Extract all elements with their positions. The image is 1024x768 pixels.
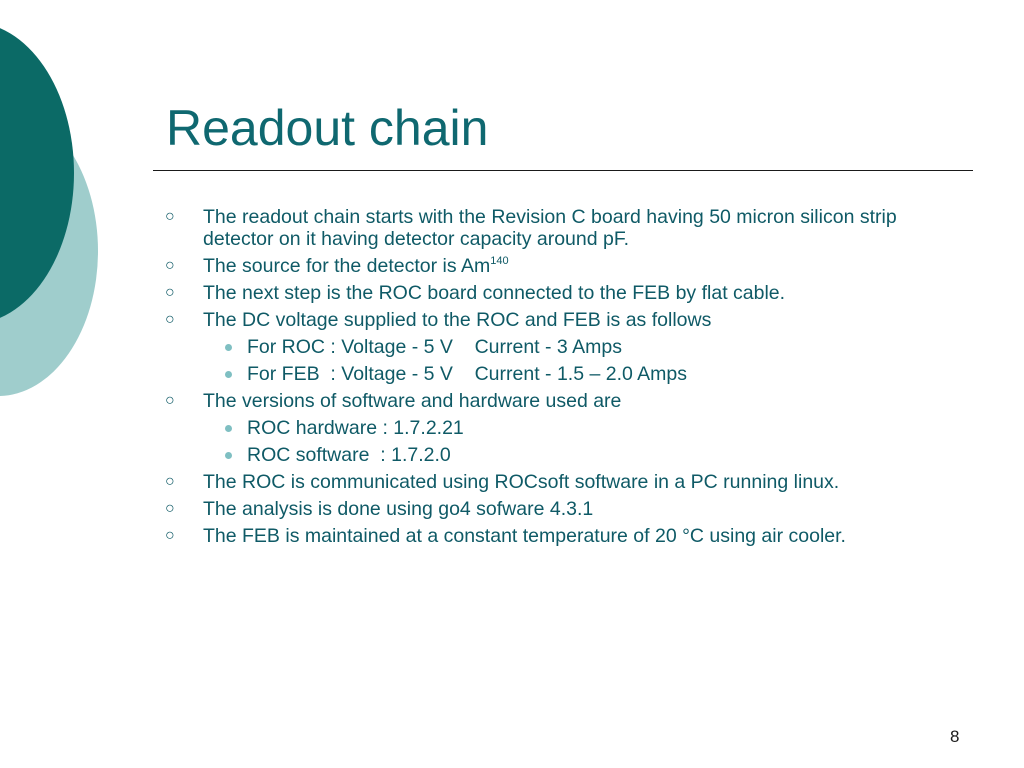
sub-bullet-item: For ROC : Voltage - 5 V Current - 3 Amps [0, 336, 1024, 358]
superscript: 140 [490, 255, 509, 267]
bullet-item: ○ The DC voltage supplied to the ROC and… [0, 309, 1024, 331]
filled-dot-bullet-icon [225, 371, 232, 378]
filled-dot-bullet-icon [225, 344, 232, 351]
page-number: 8 [950, 727, 960, 746]
filled-dot-bullet-icon [225, 452, 232, 459]
hollow-circle-bullet-icon: ○ [165, 500, 175, 517]
bullet-text: The FEB is maintained at a constant temp… [203, 525, 846, 547]
sub-bullet-item: ROC software : 1.7.2.0 [0, 444, 1024, 466]
filled-dot-bullet-icon [225, 425, 232, 432]
hollow-circle-bullet-icon: ○ [165, 257, 175, 274]
bullet-text: The DC voltage supplied to the ROC and F… [203, 309, 712, 331]
hollow-circle-bullet-icon: ○ [165, 473, 175, 490]
bullet-list: ○ The readout chain starts with the Revi… [0, 206, 1024, 552]
bullet-item: ○ The readout chain starts with the Revi… [0, 206, 1024, 250]
bullet-text: The ROC is communicated using ROCsoft so… [203, 471, 840, 493]
hollow-circle-bullet-icon: ○ [165, 392, 175, 409]
bullet-item: ○ The next step is the ROC board connect… [0, 282, 1024, 304]
bullet-text: The readout chain starts with the Revisi… [203, 206, 897, 250]
bullet-text: The source for the detector is Am [203, 255, 491, 277]
hollow-circle-bullet-icon: ○ [165, 284, 175, 301]
sub-bullet-item: For FEB : Voltage - 5 V Current - 1.5 – … [0, 363, 1024, 385]
sub-bullet-text: ROC hardware : 1.7.2.21 [247, 417, 464, 439]
bullet-text: The versions of software and hardware us… [203, 390, 622, 412]
hollow-circle-bullet-icon: ○ [165, 527, 175, 544]
hollow-circle-bullet-icon: ○ [165, 208, 175, 225]
bullet-text: The next step is the ROC board connected… [203, 282, 786, 304]
title-divider [153, 170, 973, 171]
bullet-text: The analysis is done using go4 sofware 4… [203, 498, 594, 520]
bullet-item: ○ The versions of software and hardware … [0, 390, 1024, 412]
bullet-item: ○ The source for the detector is Am140 [0, 255, 1024, 277]
hollow-circle-bullet-icon: ○ [165, 311, 175, 328]
sub-bullet-text: ROC software : 1.7.2.0 [247, 444, 451, 466]
bullet-item: ○ The FEB is maintained at a constant te… [0, 525, 1024, 547]
sub-bullet-item: ROC hardware : 1.7.2.21 [0, 417, 1024, 439]
sub-bullet-text: For ROC : Voltage - 5 V Current - 3 Amps [247, 336, 622, 358]
slide-title: Readout chain [166, 100, 489, 156]
sub-bullet-text: For FEB : Voltage - 5 V Current - 1.5 – … [247, 363, 688, 385]
bullet-item: ○ The analysis is done using go4 sofware… [0, 498, 1024, 520]
bullet-item: ○ The ROC is communicated using ROCsoft … [0, 471, 1024, 493]
